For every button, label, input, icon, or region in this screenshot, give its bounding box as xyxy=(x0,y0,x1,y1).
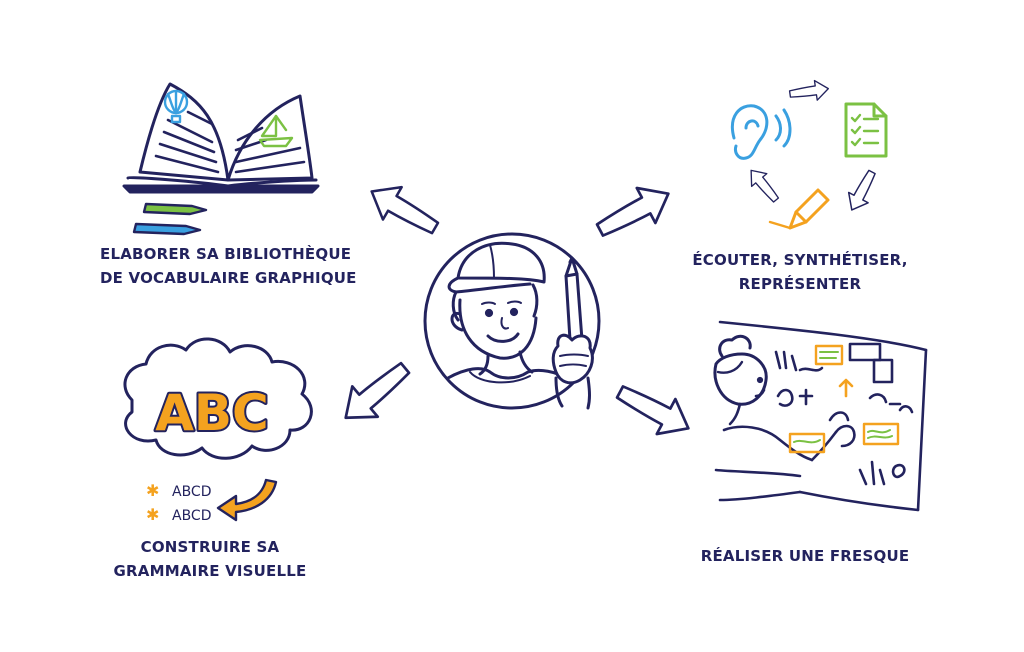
arrow-to-listen xyxy=(589,174,679,249)
pencil-icon xyxy=(768,188,830,230)
caption-listen-line-1: ÉCOUTER, SYNTHÉTISER, xyxy=(692,251,908,269)
caption-grammar-line-1: CONSTRUIRE SA xyxy=(140,538,280,556)
caption-grammar-line-2: GRAMMAIRE VISUELLE xyxy=(113,562,307,580)
fresco-drawing-woman-icon xyxy=(713,320,928,512)
caption-listen-line-2: REPRÉSENTER xyxy=(738,275,862,293)
caption-library: ELABORER SA BIBLIOTHÈQUE DE VOCABULAIRE … xyxy=(100,242,357,290)
ear-icon xyxy=(731,104,792,160)
portrait-circle xyxy=(423,232,601,410)
asterisk-icon: ✱ xyxy=(146,481,159,500)
caption-grammar: CONSTRUIRE SA GRAMMAIRE VISUELLE xyxy=(110,535,310,583)
sample-text-2: ABCD xyxy=(172,508,212,524)
caption-fresco: RÉALISER UNE FRESQUE xyxy=(690,544,920,568)
caption-fresco-line-1: RÉALISER UNE FRESQUE xyxy=(700,547,910,565)
caption-library-line-2: DE VOCABULAIRE GRAPHIQUE xyxy=(100,269,357,287)
center-portrait xyxy=(423,232,601,410)
caption-library-line-1: ELABORER SA BIBLIOTHÈQUE xyxy=(100,245,352,263)
caption-listen: ÉCOUTER, SYNTHÉTISER, REPRÉSENTER xyxy=(690,248,910,296)
arrow-to-fresco xyxy=(609,373,699,448)
arrow-to-grammar xyxy=(331,351,420,435)
open-book-with-pencils-icon xyxy=(122,82,320,236)
sample-text-1: ABCD xyxy=(172,484,212,500)
abc-cloud-icon: ABC ✱ ✱ ABCD ABCD xyxy=(123,337,313,524)
arrow-to-library xyxy=(361,173,446,246)
asterisk-icon: ✱ xyxy=(146,505,159,524)
checklist-icon xyxy=(844,102,888,158)
listen-synthesize-cycle-icon xyxy=(731,78,888,230)
abc-letters: ABC xyxy=(155,384,269,442)
